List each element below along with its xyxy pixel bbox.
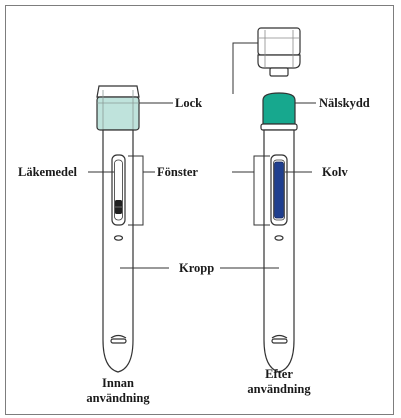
needle-shield — [262, 92, 296, 125]
pen-after-use — [257, 27, 301, 373]
label-lock: Lock — [175, 96, 202, 110]
removed-cap — [257, 27, 301, 77]
caption-after-line2: användning — [247, 382, 311, 396]
caption-before-line2: användning — [86, 391, 150, 405]
label-needle-shield: Nälskydd — [319, 96, 370, 110]
pen-collar — [260, 123, 298, 131]
label-plunger: Kolv — [322, 165, 348, 179]
leader-lock-right — [232, 42, 258, 94]
bottom-slot-before — [110, 338, 127, 344]
label-medicine: Läkemedel — [18, 165, 78, 179]
leader-window-bracket-left — [128, 155, 144, 226]
label-body: Kropp — [179, 261, 214, 275]
pen-cap — [96, 85, 140, 131]
plunger-blue — [274, 161, 284, 219]
indicator-dot-before — [113, 235, 124, 241]
caption-after-line1: Efter — [265, 367, 293, 381]
indicator-dot-after — [274, 235, 284, 241]
label-window: Fönster — [157, 165, 198, 179]
pen-before-use — [96, 85, 140, 373]
caption-before-line1: Innan — [102, 376, 134, 390]
leader-lines — [88, 42, 316, 269]
leader-window-bracket-right — [253, 155, 270, 226]
bottom-slot-after — [271, 338, 288, 344]
figure-border — [5, 5, 394, 415]
